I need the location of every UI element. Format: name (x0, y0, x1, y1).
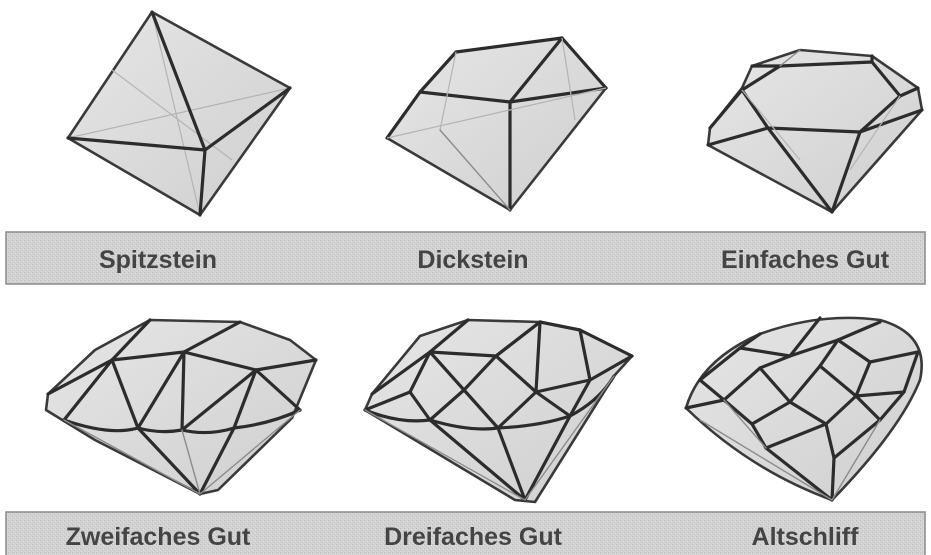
label-band-row-2: Zweifaches Gut Dreifaches Gut Altschliff (6, 512, 925, 555)
label-dickstein: Dickstein (417, 246, 528, 274)
altschliff-gem-drawing (686, 318, 922, 500)
label-band-row-1: Spitzstein Dickstein Einfaches Gut (6, 232, 925, 284)
label-einfaches-gut: Einfaches Gut (721, 246, 890, 274)
dreifaches-gut-gem-drawing (365, 320, 632, 502)
label-zweifaches-gut: Zweifaches Gut (66, 523, 251, 551)
zweifaches-gut-gem-drawing (46, 320, 316, 494)
spitzstein-gem-drawing (68, 12, 290, 215)
dickstein-gem-drawing (387, 38, 606, 210)
label-spitzstein: Spitzstein (99, 246, 217, 274)
einfaches-gut-gem-drawing (708, 50, 922, 212)
label-altschliff: Altschliff (752, 523, 860, 551)
label-dreifaches-gut: Dreifaches Gut (384, 523, 563, 551)
